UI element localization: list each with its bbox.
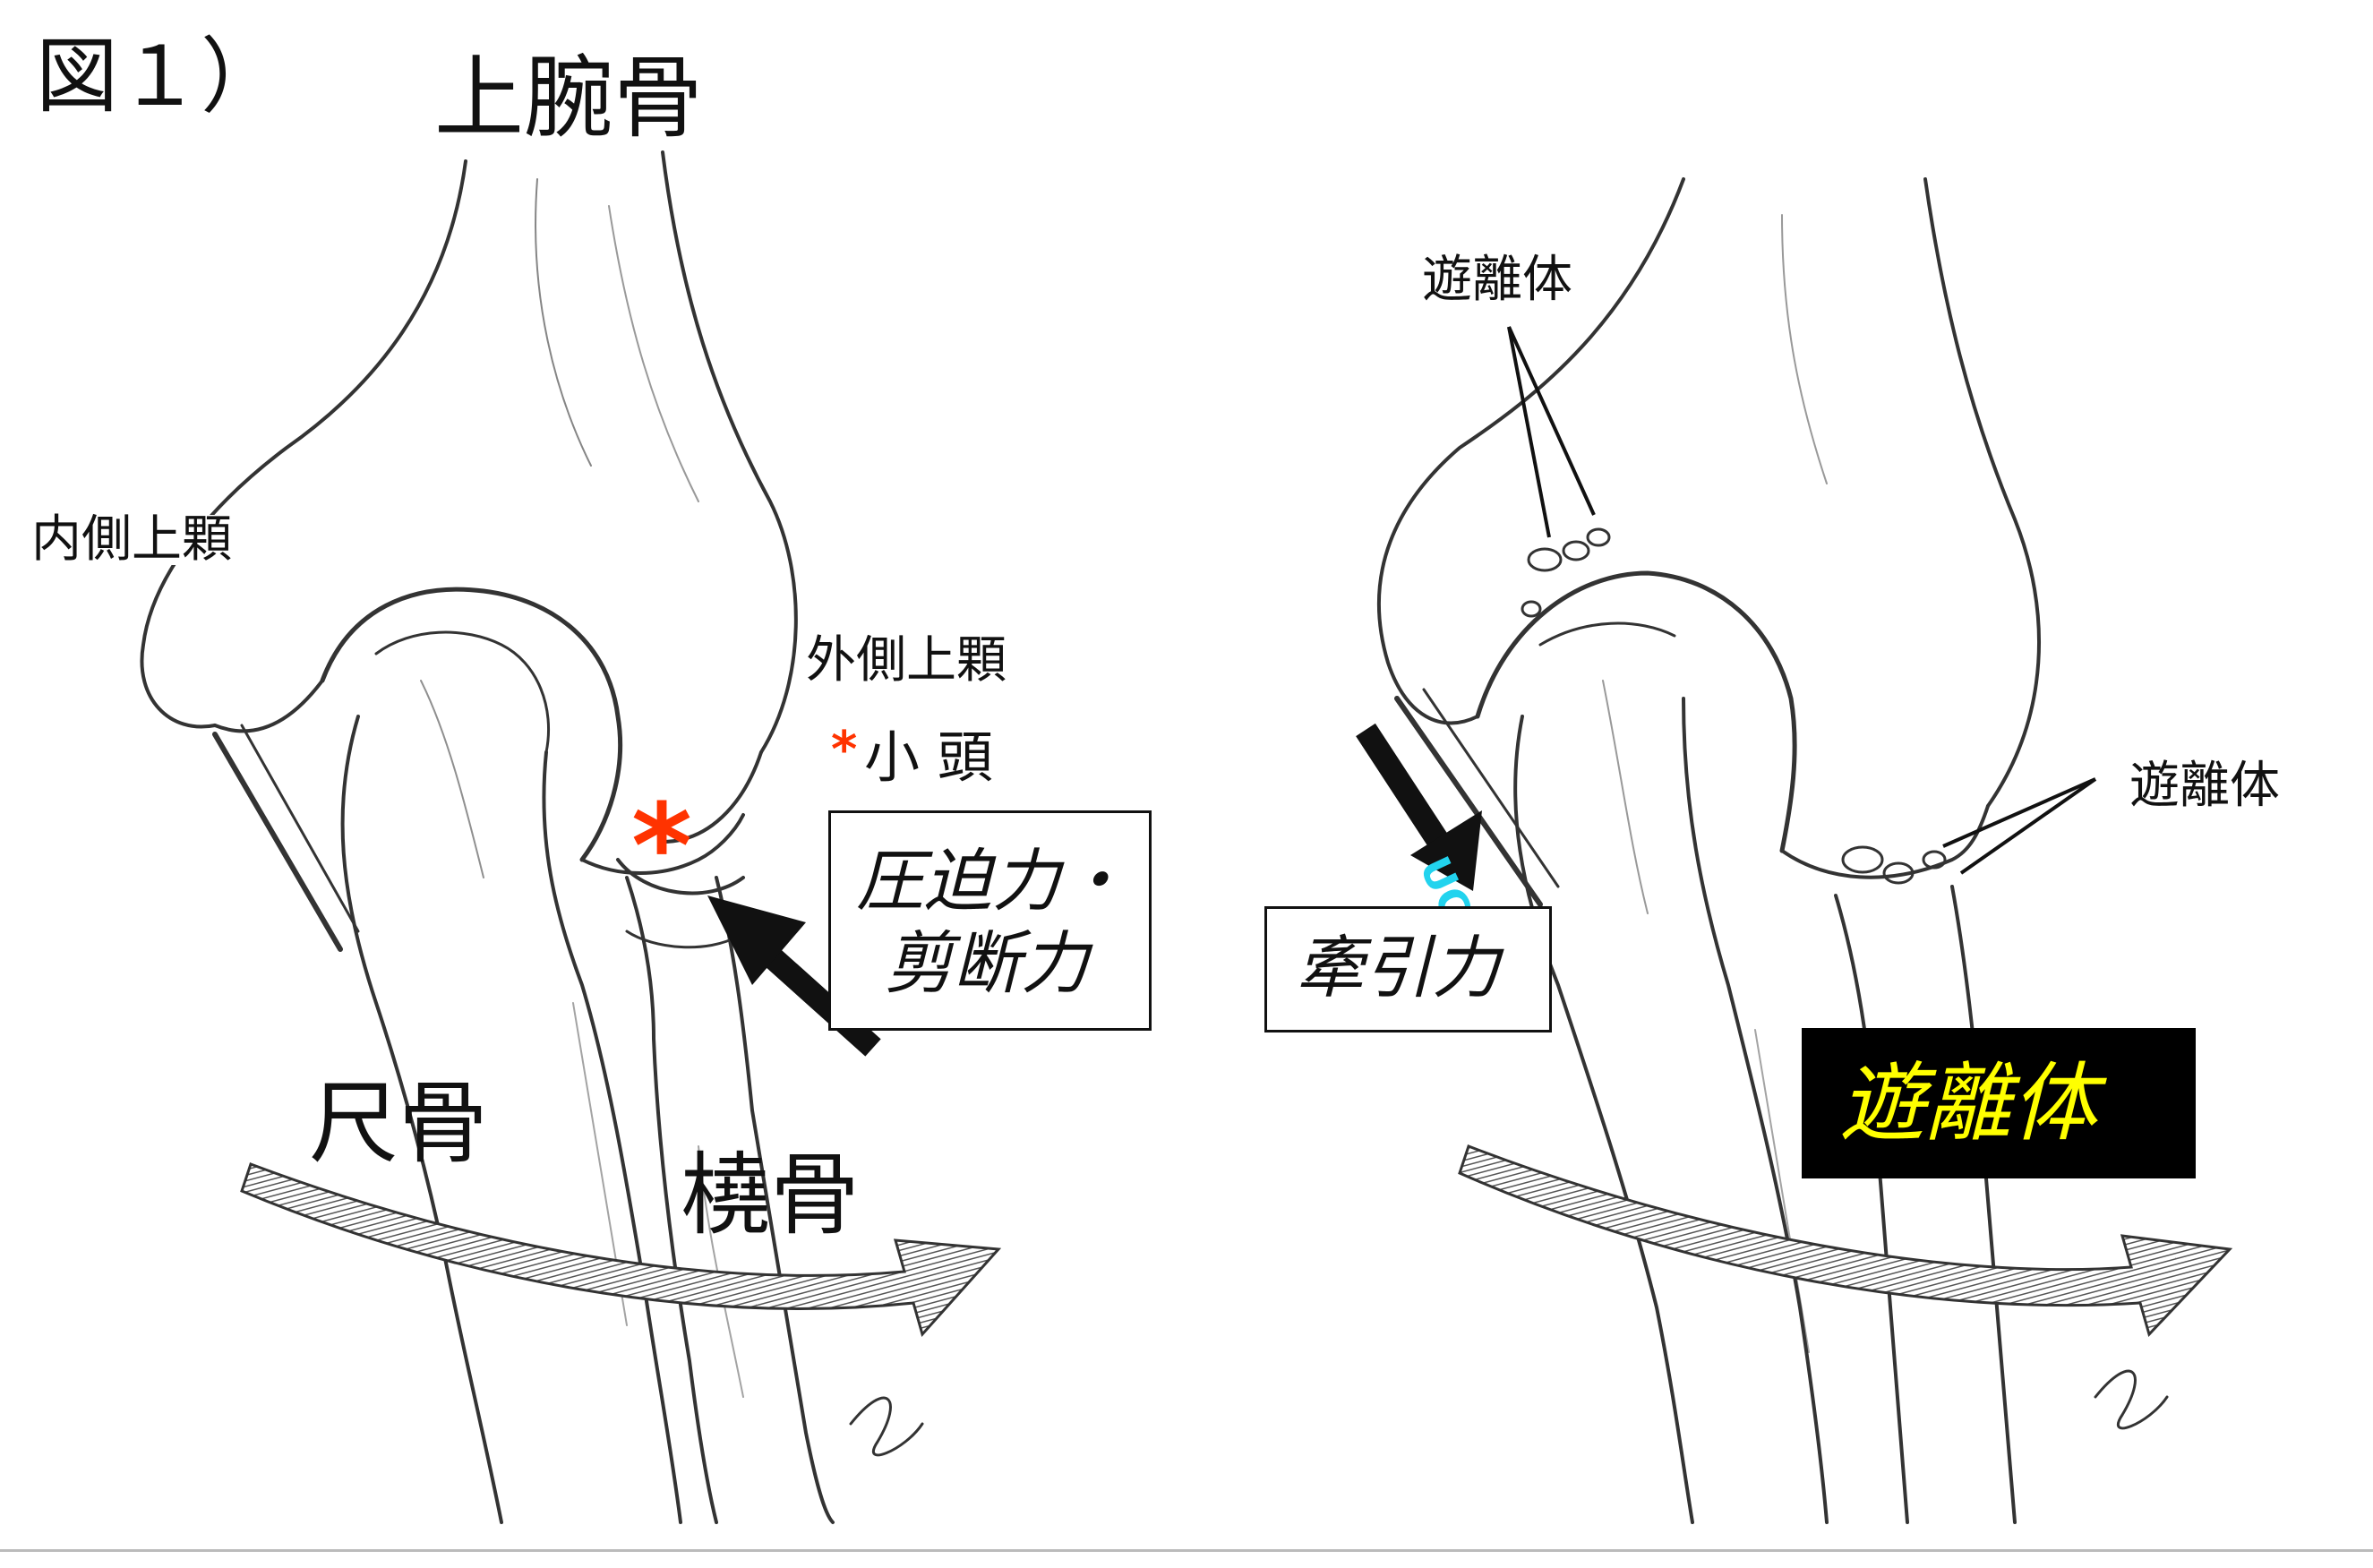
loose-body-label-right: 遊離体	[2129, 757, 2280, 815]
traction-force-text: 牽引力	[1296, 928, 1500, 1007]
radius-label: 橈骨	[681, 1143, 860, 1247]
left-elbow-drawing	[140, 150, 924, 1524]
capitellum-asterisk-small: *	[831, 721, 858, 779]
compression-shear-box: 圧迫力・ 剪断力	[828, 810, 1152, 1031]
loose-body-highlight-text: 遊離体	[1839, 1053, 2097, 1153]
figure-title: 上腕骨	[434, 46, 703, 150]
medial-epicondyle-label: 内側上顆	[31, 515, 286, 565]
capitellum-asterisk-large: *	[631, 778, 692, 914]
traction-arrow	[1356, 723, 1482, 891]
right-rotation-arrow	[1458, 1144, 2233, 1337]
right-elbow-drawing	[1376, 177, 2169, 1524]
loose-body-label-top: 遊離体	[1422, 251, 1572, 309]
traction-force-box: 牽引力	[1264, 906, 1552, 1032]
shear-force-text: 剪断力	[885, 923, 1089, 1003]
lateral-epicondyle-label: 外側上顆	[806, 631, 1007, 690]
bottom-divider	[0, 1549, 2373, 1552]
compression-force-text: 圧迫力・	[856, 841, 1128, 921]
loose-body-highlight: 遊離体	[1802, 1028, 2196, 1178]
loose-body-pointers	[1507, 326, 2097, 875]
left-rotation-arrow	[240, 1162, 1002, 1338]
figure-number: 図１）	[36, 29, 284, 124]
capitellum-label: 小 頭	[864, 724, 993, 790]
ulna-label: 尺骨	[309, 1071, 488, 1176]
